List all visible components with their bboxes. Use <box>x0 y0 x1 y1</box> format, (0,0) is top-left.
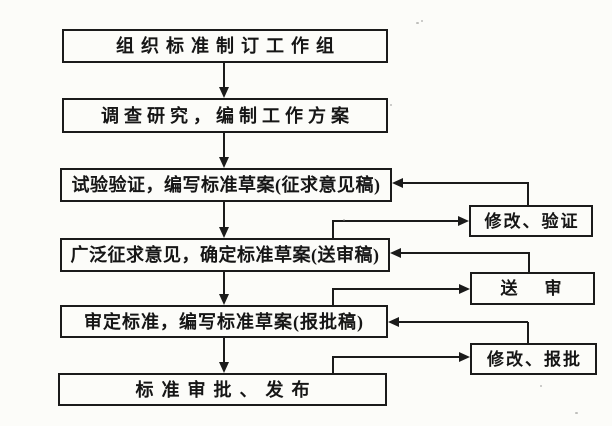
connector-modifyapprove-to-box5 <box>399 321 528 323</box>
connector-box4-to-modifyverify <box>332 221 334 238</box>
connector-box5-to-submitreview <box>332 289 334 305</box>
flow-box-label: 标准审批、发布 <box>135 379 318 400</box>
scan-speck <box>575 412 578 414</box>
arrow-right-icon <box>459 352 470 362</box>
flow-box-draft-for-approval: 审定标准，编写标准草案(报批稿) <box>60 305 388 338</box>
flow-box-modify-approve: 修改、报批 <box>470 343 597 375</box>
flow-box-label: 送 审 <box>500 279 567 298</box>
connector-box4-to-modifyverify <box>332 220 459 222</box>
connector-main-2-3 <box>223 133 225 157</box>
connector-submitreview-to-box4 <box>528 253 530 272</box>
arrow-left-icon <box>390 248 401 258</box>
connector-modifyverify-to-box3 <box>527 183 529 205</box>
scan-speck <box>540 385 542 387</box>
connector-main-5-6 <box>223 338 225 362</box>
flow-box-draft-for-review: 广泛征求意见，确定标准草案(送审稿) <box>60 238 390 272</box>
connector-modifyverify-to-box3 <box>402 182 529 184</box>
arrow-down-icon <box>219 157 229 168</box>
connector-main-4-5 <box>223 272 225 294</box>
arrow-left-icon <box>392 178 403 188</box>
connector-submitreview-to-box4 <box>401 252 530 254</box>
arrow-right-icon <box>458 216 469 226</box>
flow-box-label: 审定标准，编写标准草案(报批稿) <box>84 311 364 332</box>
flow-box-label: 试验验证，编写标准草案(征求意见稿) <box>71 175 381 195</box>
flow-box-investigate-plan: 调查研究，编制工作方案 <box>62 98 388 133</box>
flow-box-modify-verify: 修改、验证 <box>469 205 593 237</box>
flow-box-approve-publish: 标准审批、发布 <box>58 373 387 406</box>
flow-box-draft-for-comments: 试验验证，编写标准草案(征求意见稿) <box>60 168 392 202</box>
connector-box5-to-submitreview <box>332 288 460 290</box>
flow-box-label: 修改、报批 <box>487 349 582 369</box>
flow-box-label: 广泛征求意见，确定标准草案(送审稿) <box>70 245 380 265</box>
connector-box6-to-modifyapprove <box>332 356 460 358</box>
flow-box-label: 修改、验证 <box>484 211 580 231</box>
flow-box-label: 调查研究，编制工作方案 <box>101 105 354 126</box>
connector-main-1-2 <box>223 63 225 88</box>
arrow-down-icon <box>219 362 229 373</box>
arrow-down-icon <box>219 87 229 98</box>
flow-box-submit-review: 送 审 <box>470 272 595 305</box>
arrow-right-icon <box>459 284 470 294</box>
arrow-left-icon <box>388 317 399 327</box>
arrow-down-icon <box>219 227 229 238</box>
scan-speck <box>416 22 419 24</box>
connector-modifyapprove-to-box5 <box>527 322 529 343</box>
flow-box-label: 组织标准制订工作组 <box>116 36 341 56</box>
scan-speck <box>390 104 392 106</box>
scan-speck <box>343 219 345 221</box>
flow-box-organize-workgroup: 组织标准制订工作组 <box>62 29 388 63</box>
connector-box6-to-modifyapprove <box>332 357 334 373</box>
connector-main-3-4 <box>223 202 225 227</box>
scan-speck <box>421 20 423 22</box>
arrow-down-icon <box>219 294 229 305</box>
